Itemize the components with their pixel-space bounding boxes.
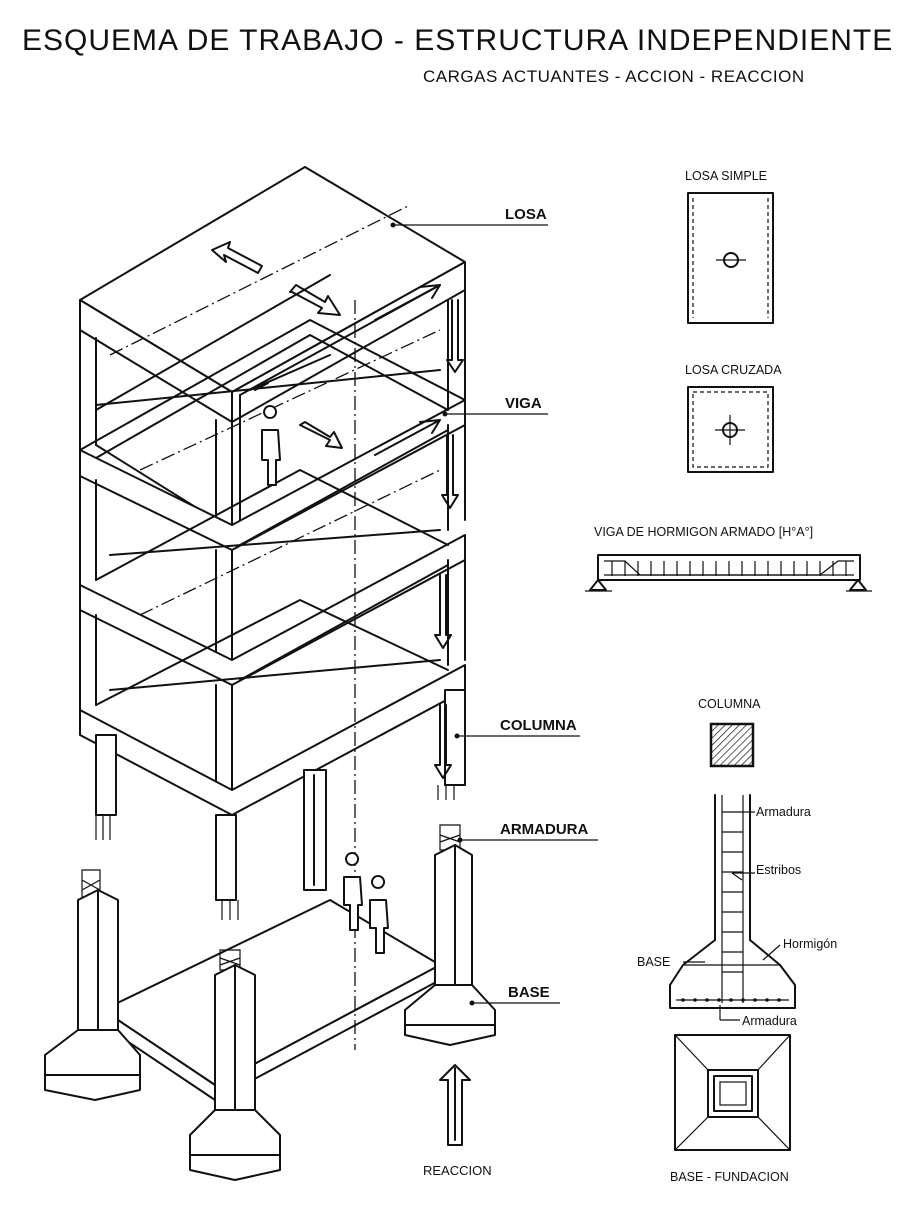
column-footing-center — [189, 949, 281, 1181]
svg-text:BASE - FUNDACION: BASE - FUNDACION — [670, 1170, 789, 1184]
label-base: BASE — [469, 984, 560, 1006]
top-slab — [79, 166, 466, 423]
label-losa: LOSA — [390, 206, 548, 228]
column-footing-right — [404, 824, 496, 1046]
building-isometric — [44, 166, 496, 1181]
footing-stirrups — [722, 811, 743, 973]
detail-losa-cruzada: LOSA CRUZADA — [685, 363, 782, 473]
label-viga: VIGA — [442, 395, 548, 417]
svg-text:COLUMNA: COLUMNA — [500, 717, 577, 734]
footing-label-base: BASE — [637, 955, 670, 969]
diagram-title: ESQUEMA DE TRABAJO - ESTRUCTURA INDEPEND… — [22, 24, 893, 57]
svg-text:LOSA SIMPLE: LOSA SIMPLE — [685, 169, 767, 183]
label-reaccion: REACCION — [423, 1163, 492, 1178]
rebar-stubs — [95, 785, 455, 920]
footing-bars — [681, 998, 781, 1002]
footing-label-estribos: Estribos — [756, 863, 801, 877]
human-figures — [261, 405, 389, 954]
svg-text:LOSA CRUZADA: LOSA CRUZADA — [685, 363, 782, 377]
storey-lower — [79, 559, 466, 791]
detail-losa-simple: LOSA SIMPLE — [685, 169, 774, 324]
svg-text:ARMADURA: ARMADURA — [500, 821, 588, 838]
column-footing-left — [44, 869, 141, 1101]
svg-text:VIGA: VIGA — [505, 395, 542, 412]
diagram-subtitle: CARGAS ACTUANTES - ACCION - REACCION — [423, 67, 805, 86]
beam-stirrups — [611, 561, 847, 576]
ground-slab — [102, 899, 441, 1101]
svg-text:VIGA DE HORMIGON ARMADO [H°A°]: VIGA DE HORMIGON ARMADO [H°A°] — [594, 525, 813, 539]
ground-columns — [95, 689, 466, 901]
detail-columna: COLUMNA — [698, 697, 761, 768]
footing-label-hormigon: Hormigón — [783, 937, 837, 951]
detail-base-fundacion: BASE - FUNDACION — [670, 1034, 791, 1184]
detail-footing-section: Armadura Estribos Hormigón BASE Armadura — [637, 794, 837, 1028]
label-armadura: ARMADURA — [457, 821, 598, 843]
label-columna: COLUMNA — [454, 717, 580, 739]
footing-label-armadura-bottom: Armadura — [742, 1014, 797, 1028]
detail-viga-hormigon: VIGA DE HORMIGON ARMADO [H°A°] — [585, 525, 872, 592]
svg-text:BASE: BASE — [508, 984, 550, 1001]
svg-text:LOSA: LOSA — [505, 206, 547, 223]
footing-label-armadura-top: Armadura — [756, 805, 811, 819]
svg-text:COLUMNA: COLUMNA — [698, 697, 761, 711]
reaction-arrow — [439, 1064, 471, 1146]
column-load-arrows — [249, 284, 464, 779]
